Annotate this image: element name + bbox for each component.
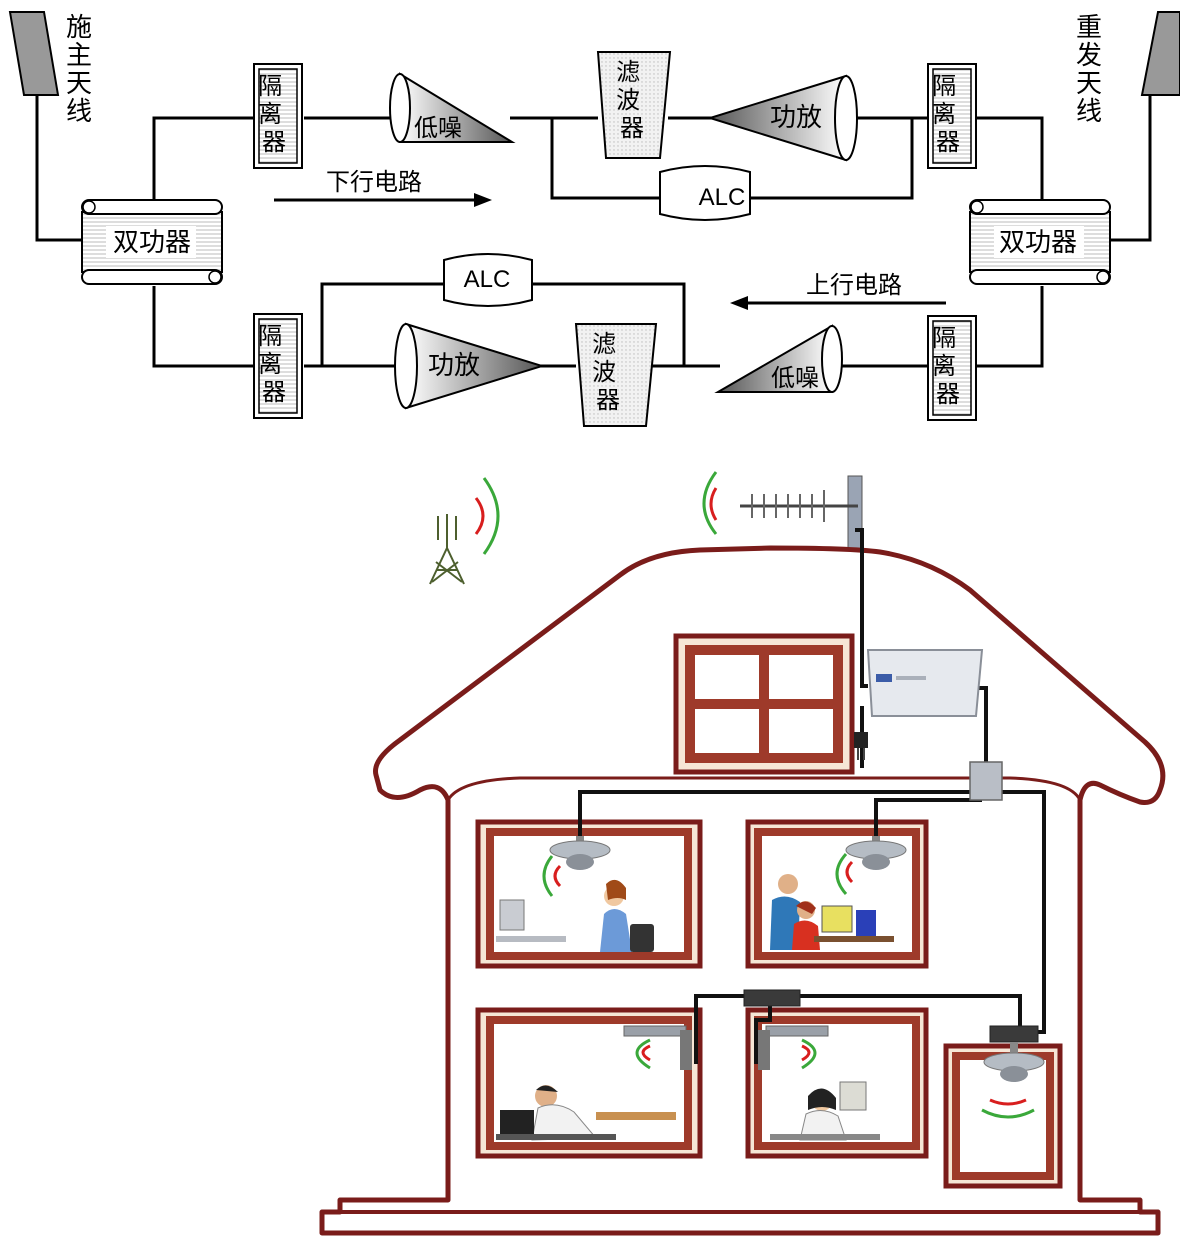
svg-text:低噪: 低噪	[771, 364, 819, 392]
filter-uplink: 滤 波 器	[574, 323, 658, 427]
isolator-bottom-left: 隔 离 器	[253, 313, 303, 419]
filter-downlink: 滤 波 器	[596, 51, 672, 159]
coax-cabling	[578, 528, 1046, 1064]
panel-antenna-icon	[758, 1025, 829, 1070]
svg-text:隔 离 器: 隔 离 器	[932, 72, 964, 156]
lna-downlink: 低噪	[389, 72, 516, 143]
alc-uplink: ALC	[443, 253, 533, 307]
downlink-arrow: 下行电路	[274, 168, 492, 207]
power-splitter-icon	[743, 989, 801, 1007]
power-plug-icon	[854, 732, 868, 760]
office-worker-illustration	[496, 1085, 676, 1141]
alc-downlink: ALC	[659, 165, 751, 221]
block-diagram	[35, 94, 1152, 368]
svg-text:双功器: 双功器	[999, 228, 1077, 258]
cell-tower-icon	[429, 514, 465, 585]
panel-antenna-icon	[623, 1025, 692, 1070]
isolator-top-right: 隔 离 器	[927, 63, 977, 169]
svg-text:双功器: 双功器	[113, 228, 191, 258]
house-illustration	[319, 471, 1166, 1236]
donor-antenna-icon	[8, 11, 60, 96]
svg-text:ALC: ALC	[464, 266, 511, 293]
svg-text:隔 离 器: 隔 离 器	[258, 72, 290, 156]
isolator-top-left: 隔 离 器	[253, 63, 303, 169]
svg-text:滤 波 器: 滤 波 器	[616, 58, 648, 142]
lna-uplink: 低噪	[714, 324, 843, 393]
svg-text:隔 离 器: 隔 离 器	[932, 324, 964, 408]
power-splitter-icon	[969, 761, 1003, 801]
duplexer-right: 双功器	[969, 199, 1111, 285]
attic-window	[673, 633, 855, 775]
svg-text:功放: 功放	[428, 351, 480, 381]
office-worker-illustration	[496, 879, 654, 952]
pa-downlink: 功放	[706, 74, 858, 162]
ceiling-antenna-icon	[549, 836, 611, 870]
pa-uplink: 功放	[394, 322, 546, 410]
office-worker-illustration	[770, 1081, 880, 1141]
repeater-unit-icon	[866, 649, 984, 717]
svg-text:功放: 功放	[770, 103, 822, 133]
svg-text:低噪: 低噪	[414, 114, 462, 142]
isolator-bottom-right: 隔 离 器	[927, 315, 977, 421]
svg-text:滤 波 器: 滤 波 器	[592, 330, 624, 414]
office-worker-illustration	[770, 874, 894, 950]
svg-text:隔 离 器: 隔 离 器	[258, 322, 290, 406]
svg-text:上行电路: 上行电路	[806, 271, 902, 299]
donor-antenna-label: 施 主 天 线	[66, 13, 100, 127]
svg-text:下行电路: 下行电路	[326, 168, 422, 196]
uplink-arrow: 上行电路	[730, 271, 946, 310]
ceiling-antenna-icon	[983, 1042, 1045, 1082]
duplexer-left: 双功器	[81, 199, 223, 285]
ceiling-antenna-icon	[845, 836, 907, 870]
retransmit-antenna-icon	[1140, 11, 1180, 96]
retransmit-antenna-label: 重 发 天 线	[1076, 13, 1110, 127]
svg-text:ALC: ALC	[699, 184, 746, 211]
power-splitter-icon	[989, 1025, 1039, 1043]
